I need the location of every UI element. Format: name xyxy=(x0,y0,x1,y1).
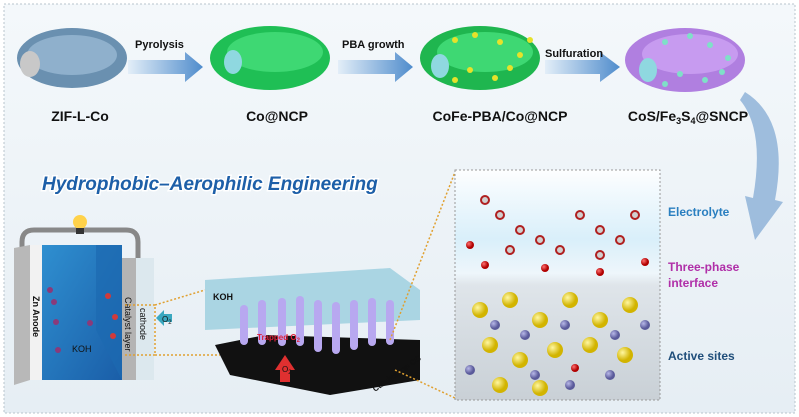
cofe-pba-co-ncp-rod xyxy=(420,26,540,90)
interface-label: interface xyxy=(668,276,718,290)
arrow-label-sulfuration: Sulfuration xyxy=(545,48,603,60)
zif-l-co-rod xyxy=(17,28,127,88)
label-cofe-pba-co-ncp: CoFe-PBA/Co@NCP xyxy=(433,108,568,124)
arrow-sulfuration: Sulfuration xyxy=(545,48,620,82)
o2-arrow-icon xyxy=(156,310,172,326)
label-co-ncp: Co@NCP xyxy=(246,108,308,124)
arrow-label-pyrolysis: Pyrolysis xyxy=(135,39,184,51)
battery-koh-label: KOH xyxy=(72,344,92,354)
zn-anode-label: Zn Anode xyxy=(31,296,41,337)
catalyst-layer-label: Catalyst layer xyxy=(123,297,133,352)
curved-arrow xyxy=(740,92,783,240)
co-ncp-rod xyxy=(210,26,330,90)
arrow-pba-growth: PBA growth xyxy=(338,39,413,82)
label-cos-fe3s4-sncp: CoS/Fe3S4@SNCP xyxy=(628,108,748,126)
electrolyte-label: Electrolyte xyxy=(668,205,730,219)
cos-fe3s4-sncp-rod xyxy=(625,28,745,92)
battery-o2-label: O2 xyxy=(162,315,172,326)
electrode-3d-view: KOH Trapped O2 O2 Catalyst on CC xyxy=(205,268,423,395)
arrow-pyrolysis: Pyrolysis xyxy=(128,39,203,82)
main-title: Hydrophobic–Aerophilic Engineering xyxy=(42,174,378,195)
middle-o2-label: O2 xyxy=(282,365,292,376)
trapped-o2-label: Trapped O2 xyxy=(257,333,301,344)
label-zif-l-co: ZIF-L-Co xyxy=(51,108,109,124)
three-phase-label: Three-phase xyxy=(668,260,740,274)
three-phase-panel xyxy=(454,169,661,401)
o2-up-arrow-icon xyxy=(275,355,295,382)
active-sites-label: Active sites xyxy=(668,349,735,363)
cathode-label: cathode xyxy=(138,308,148,340)
arrow-label-pba-growth: PBA growth xyxy=(342,39,405,51)
light-bulb-icon xyxy=(73,215,87,229)
middle-koh-label: KOH xyxy=(213,292,233,302)
zinc-air-battery: Zn Anode KOH Catalyst layer cathode O2 xyxy=(14,215,172,385)
